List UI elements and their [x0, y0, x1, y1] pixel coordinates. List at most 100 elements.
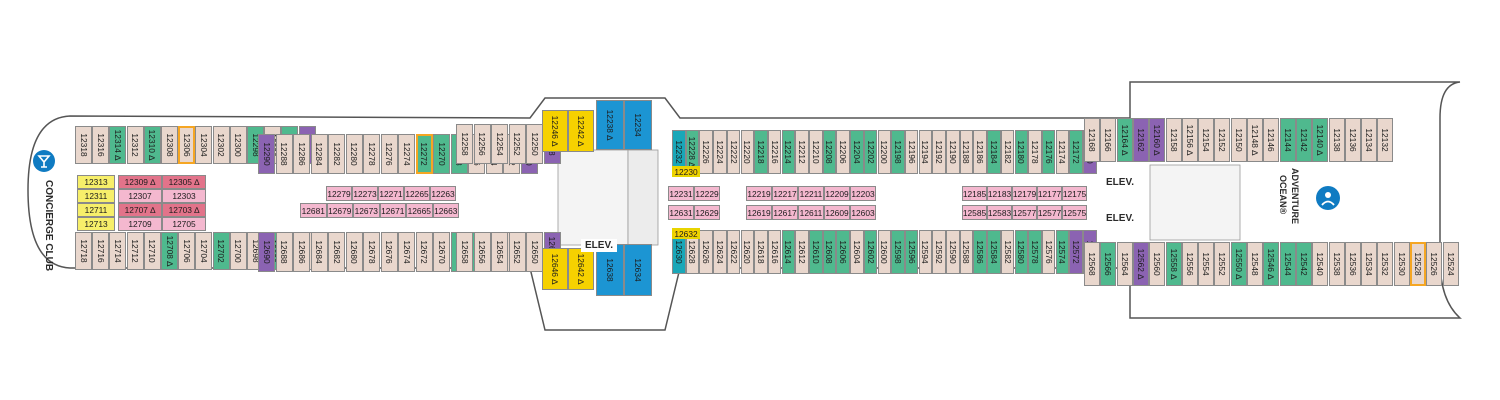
cabin-12288[interactable]: 12288	[275, 134, 293, 174]
cabin-12302[interactable]: 12302	[212, 126, 230, 164]
cabin-12586[interactable]: 12586	[973, 230, 987, 274]
cabin-12548[interactable]: 12548	[1247, 242, 1263, 286]
cabin-12254[interactable]: 12254	[491, 124, 508, 164]
cabin-12178[interactable]: 12178	[1028, 130, 1042, 174]
cabin-12300[interactable]: 12300	[229, 126, 247, 164]
cabin-12152[interactable]: 12152	[1214, 118, 1231, 162]
cabin-12198[interactable]: 12198	[891, 130, 905, 174]
cabin-12200[interactable]: 12200	[877, 130, 891, 174]
cabin-12546[interactable]: 12546 ∆	[1263, 242, 1280, 286]
cabin-12231[interactable]: 12231	[668, 186, 694, 201]
cabin-12186[interactable]: 12186	[973, 130, 987, 174]
cabin-12670[interactable]: 12670	[433, 232, 450, 272]
cabin-12166[interactable]: 12166	[1100, 118, 1117, 162]
cabin-12606[interactable]: 12606	[836, 230, 850, 274]
cabin-12208[interactable]: 12208	[822, 130, 837, 174]
cabin-12684[interactable]: 12684	[310, 232, 328, 272]
cabin-12688[interactable]: 12688	[275, 232, 293, 272]
cabin-12524[interactable]: 12524	[1442, 242, 1459, 286]
cabin-12556[interactable]: 12556	[1181, 242, 1198, 286]
cabin-12211[interactable]: 12211	[798, 186, 824, 201]
cabin-12203[interactable]: 12203	[850, 186, 876, 201]
cabin-12230[interactable]: 12230	[672, 166, 700, 177]
cabin-12252[interactable]: 12252	[508, 124, 526, 164]
cabin-12210[interactable]: 12210	[809, 130, 823, 174]
cabin-12144[interactable]: 12144	[1279, 118, 1296, 162]
cabin-12544[interactable]: 12544	[1279, 242, 1296, 286]
cabin-12179[interactable]: 12179	[1012, 186, 1037, 201]
cabin-12575[interactable]: 12575	[1062, 205, 1087, 220]
cabin-12708[interactable]: 12708 ∆	[161, 232, 178, 270]
cabin-12311[interactable]: 12311	[77, 189, 115, 203]
cabin-12604[interactable]: 12604	[850, 230, 864, 274]
cabin-12536[interactable]: 12536	[1344, 242, 1361, 286]
cabin-12234[interactable]: 12234	[624, 100, 652, 150]
cabin-12154[interactable]: 12154	[1198, 118, 1215, 162]
cabin-12196[interactable]: 12196	[904, 130, 919, 174]
cabin-12312[interactable]: 12312	[126, 126, 144, 164]
cabin-12642[interactable]: 12642 ∆	[568, 248, 594, 290]
cabin-12216[interactable]: 12216	[767, 130, 782, 174]
cabin-12617[interactable]: 12617	[772, 205, 798, 220]
cabin-12577[interactable]: 12577	[1037, 205, 1062, 220]
cabin-12603[interactable]: 12603	[850, 205, 876, 220]
cabin-12624[interactable]: 12624	[713, 230, 727, 274]
cabin-12710[interactable]: 12710	[143, 232, 161, 270]
cabin-12705[interactable]: 12705	[162, 217, 206, 231]
cabin-12185[interactable]: 12185	[962, 186, 987, 201]
cabin-12229[interactable]: 12229	[694, 186, 720, 201]
cabin-12568[interactable]: 12568	[1084, 242, 1100, 286]
cabin-12305[interactable]: 12305 ∆	[162, 175, 206, 189]
cabin-12538[interactable]: 12538	[1328, 242, 1345, 286]
cabin-12146[interactable]: 12146	[1263, 118, 1280, 162]
cabin-12592[interactable]: 12592	[932, 230, 946, 274]
cabin-12194[interactable]: 12194	[918, 130, 933, 174]
cabin-12674[interactable]: 12674	[398, 232, 415, 272]
cabin-12718[interactable]: 12718	[75, 232, 92, 270]
cabin-12256[interactable]: 12256	[473, 124, 491, 164]
cabin-12680[interactable]: 12680	[345, 232, 363, 272]
cabin-12174[interactable]: 12174	[1055, 130, 1070, 174]
cabin-12610[interactable]: 12610	[809, 230, 823, 274]
cabin-12318[interactable]: 12318	[75, 126, 92, 164]
cabin-12192[interactable]: 12192	[932, 130, 946, 174]
cabin-12618[interactable]: 12618	[754, 230, 768, 274]
cabin-12162[interactable]: 12162	[1132, 118, 1149, 162]
cabin-12584[interactable]: 12584	[987, 230, 1001, 274]
cabin-12222[interactable]: 12222	[726, 130, 741, 174]
cabin-12652[interactable]: 12652	[508, 232, 526, 272]
cabin-12554[interactable]: 12554	[1198, 242, 1215, 286]
cabin-12188[interactable]: 12188	[959, 130, 974, 174]
cabin-12142[interactable]: 12142	[1295, 118, 1312, 162]
cabin-12138[interactable]: 12138	[1328, 118, 1345, 162]
cabin-12566[interactable]: 12566	[1100, 242, 1117, 286]
cabin-12282[interactable]: 12282	[328, 134, 345, 174]
cabin-12224[interactable]: 12224	[713, 130, 727, 174]
cabin-12314[interactable]: 12314 ∆	[109, 126, 127, 164]
cabin-12716[interactable]: 12716	[92, 232, 110, 270]
cabin-12313[interactable]: 12313	[77, 175, 115, 189]
cabin-12172[interactable]: 12172	[1069, 130, 1083, 174]
cabin-12212[interactable]: 12212	[795, 130, 809, 174]
cabin-12226[interactable]: 12226	[699, 130, 713, 174]
cabin-12631[interactable]: 12631	[668, 205, 694, 220]
cabin-12686[interactable]: 12686	[293, 232, 310, 272]
cabin-12280[interactable]: 12280	[345, 134, 363, 174]
cabin-12276[interactable]: 12276	[380, 134, 398, 174]
cabin-12614[interactable]: 12614	[781, 230, 796, 274]
cabin-12676[interactable]: 12676	[380, 232, 398, 272]
cabin-12671[interactable]: 12671	[379, 203, 406, 218]
cabin-12572[interactable]: 12572	[1069, 230, 1083, 274]
cabin-12552[interactable]: 12552	[1214, 242, 1231, 286]
cabin-12562[interactable]: 12562 ∆	[1132, 242, 1149, 286]
cabin-12626[interactable]: 12626	[699, 230, 713, 274]
cabin-12585[interactable]: 12585	[962, 205, 987, 220]
cabin-12534[interactable]: 12534	[1361, 242, 1378, 286]
cabin-12180[interactable]: 12180	[1014, 130, 1028, 174]
cabin-12310[interactable]: 12310 ∆	[143, 126, 161, 164]
cabin-12560[interactable]: 12560	[1149, 242, 1166, 286]
cabin-12164[interactable]: 12164 ∆	[1116, 118, 1133, 162]
cabin-12588[interactable]: 12588	[959, 230, 974, 274]
cabin-12616[interactable]: 12616	[767, 230, 782, 274]
cabin-12598[interactable]: 12598	[891, 230, 905, 274]
